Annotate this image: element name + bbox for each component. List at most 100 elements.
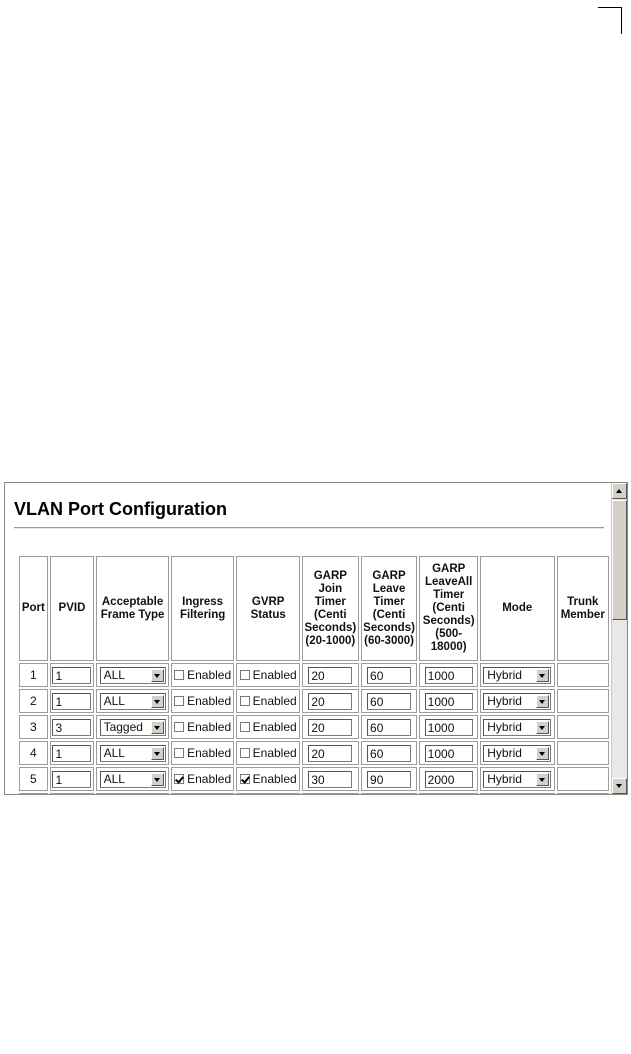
checkbox-icon[interactable] bbox=[239, 748, 250, 758]
frame-type-select[interactable]: Tagged bbox=[99, 718, 166, 736]
garp-join-timer-input[interactable]: 20 bbox=[308, 666, 353, 684]
checkbox-icon[interactable] bbox=[174, 722, 185, 732]
ingress-filtering-checkbox[interactable]: Enabled bbox=[174, 668, 231, 682]
mode-cell: Hybrid bbox=[479, 663, 555, 687]
port-cell: 6 bbox=[19, 793, 48, 794]
frame-type-select-value: ALL bbox=[103, 746, 125, 760]
header-line: GVRP bbox=[251, 595, 285, 608]
pvid-cell: 1 bbox=[49, 793, 95, 794]
chevron-down-icon[interactable] bbox=[150, 668, 164, 682]
ingress-filtering-checkbox[interactable]: Enabled bbox=[174, 746, 231, 760]
chevron-down-icon[interactable] bbox=[536, 746, 550, 760]
content-area: VLAN Port Configuration Port PVID Accept… bbox=[5, 483, 611, 794]
checkbox-icon[interactable] bbox=[239, 774, 250, 784]
garp-leave-timer-input[interactable]: 60 bbox=[367, 666, 412, 684]
checkbox-icon[interactable] bbox=[174, 774, 185, 784]
ingress-filtering-checkbox[interactable]: Enabled bbox=[174, 694, 231, 708]
checkbox-icon[interactable] bbox=[239, 696, 250, 706]
checkbox-icon[interactable] bbox=[239, 670, 250, 680]
checkbox-label: Enabled bbox=[187, 746, 232, 760]
chevron-down-icon[interactable] bbox=[150, 694, 164, 708]
checkbox-icon[interactable] bbox=[174, 748, 185, 758]
gvrp-cell: Enabled bbox=[236, 767, 300, 791]
gvrp-cell: Enabled bbox=[236, 741, 300, 765]
header-line: Filtering bbox=[179, 608, 226, 621]
header-line: GARP bbox=[432, 563, 466, 575]
garp-leaveall-timer-input[interactable]: 1000 bbox=[424, 666, 473, 684]
pvid-input[interactable]: 1 bbox=[52, 666, 92, 684]
checkbox-icon[interactable] bbox=[174, 696, 185, 706]
header-line: Ingress bbox=[182, 595, 224, 608]
gvrp-status-checkbox[interactable]: Enabled bbox=[239, 772, 297, 786]
checkbox-label: Enabled bbox=[187, 694, 232, 708]
ingress-cell: Enabled bbox=[170, 663, 235, 687]
scroll-down-arrow-icon[interactable] bbox=[612, 778, 627, 794]
gvrp-status-checkbox[interactable]: Enabled bbox=[239, 668, 297, 682]
join-cell: 20 bbox=[301, 793, 359, 794]
frame-type-select[interactable]: ALL bbox=[99, 770, 166, 788]
garp-leaveall-timer-input[interactable]: 2000 bbox=[424, 770, 473, 788]
join-cell: 20 bbox=[301, 715, 359, 739]
checkbox-icon[interactable] bbox=[239, 722, 250, 732]
pvid-input[interactable]: 1 bbox=[52, 692, 92, 710]
scroll-up-arrow-icon[interactable] bbox=[612, 483, 627, 499]
garp-leaveall-timer-input[interactable]: 1000 bbox=[424, 718, 473, 736]
leaveall-cell: 1000 bbox=[419, 715, 478, 739]
header-line: (20-1000) bbox=[305, 634, 356, 647]
chevron-down-icon[interactable] bbox=[150, 772, 164, 786]
chevron-down-icon[interactable] bbox=[536, 720, 550, 734]
garp-join-timer-input[interactable]: 30 bbox=[308, 770, 353, 788]
scrollbar-thumb[interactable] bbox=[612, 500, 627, 620]
frame-type-cell: ALL bbox=[96, 689, 169, 713]
garp-leave-timer-input[interactable]: 60 bbox=[367, 692, 412, 710]
frame-type-select[interactable]: ALL bbox=[99, 666, 166, 684]
pvid-input[interactable]: 3 bbox=[52, 718, 92, 736]
trunk-member-cell bbox=[556, 741, 609, 765]
garp-leave-timer-input[interactable]: 90 bbox=[367, 770, 412, 788]
pvid-input[interactable]: 1 bbox=[52, 744, 92, 762]
chevron-down-icon[interactable] bbox=[536, 694, 550, 708]
garp-leaveall-timer-input[interactable]: 1000 bbox=[424, 692, 473, 710]
frame-type-cell: ALL bbox=[96, 663, 169, 687]
chevron-down-icon[interactable] bbox=[536, 668, 550, 682]
checkbox-label: Enabled bbox=[252, 720, 297, 734]
header-line: 18000) bbox=[430, 641, 467, 653]
header-line: Timer bbox=[433, 589, 465, 601]
frame-type-select-value: ALL bbox=[103, 772, 125, 786]
garp-join-timer-input[interactable]: 20 bbox=[308, 692, 353, 710]
mode-select[interactable]: Hybrid bbox=[483, 692, 552, 710]
garp-leave-timer-input[interactable]: 60 bbox=[367, 718, 412, 736]
chevron-down-icon[interactable] bbox=[150, 720, 164, 734]
header-line: (60-3000) bbox=[364, 634, 414, 647]
frame-type-select-value: Tagged bbox=[103, 720, 143, 734]
frame-type-select[interactable]: ALL bbox=[99, 744, 166, 762]
checkbox-label: Enabled bbox=[187, 668, 232, 682]
mode-select[interactable]: Hybrid bbox=[483, 718, 552, 736]
checkbox-label: Enabled bbox=[252, 668, 297, 682]
header-line: (Centi bbox=[314, 608, 347, 621]
gvrp-status-checkbox[interactable]: Enabled bbox=[239, 746, 297, 760]
garp-leave-timer-input[interactable]: 60 bbox=[367, 744, 412, 762]
leaveall-cell: 1000 bbox=[419, 689, 478, 713]
chevron-down-icon[interactable] bbox=[536, 772, 550, 786]
vertical-scrollbar[interactable] bbox=[611, 483, 627, 794]
gvrp-status-checkbox[interactable]: Enabled bbox=[239, 694, 297, 708]
garp-leaveall-timer-input[interactable]: 1000 bbox=[424, 744, 473, 762]
chevron-down-icon[interactable] bbox=[150, 746, 164, 760]
pvid-input[interactable]: 1 bbox=[52, 770, 92, 788]
garp-join-timer-input[interactable]: 20 bbox=[308, 744, 353, 762]
ingress-filtering-checkbox[interactable]: Enabled bbox=[174, 720, 231, 734]
checkbox-icon[interactable] bbox=[174, 670, 185, 680]
trunk-member-cell bbox=[556, 689, 609, 713]
mode-select[interactable]: Hybrid bbox=[483, 770, 552, 788]
header-line: Frame Type bbox=[100, 608, 165, 621]
mode-select[interactable]: Hybrid bbox=[483, 744, 552, 762]
garp-join-timer-input[interactable]: 20 bbox=[308, 718, 353, 736]
mode-select[interactable]: Hybrid bbox=[483, 666, 552, 684]
checkbox-label: Enabled bbox=[252, 746, 297, 760]
frame-type-select[interactable]: ALL bbox=[99, 692, 166, 710]
ingress-filtering-checkbox[interactable]: Enabled bbox=[174, 772, 231, 786]
gvrp-status-checkbox[interactable]: Enabled bbox=[239, 720, 297, 734]
